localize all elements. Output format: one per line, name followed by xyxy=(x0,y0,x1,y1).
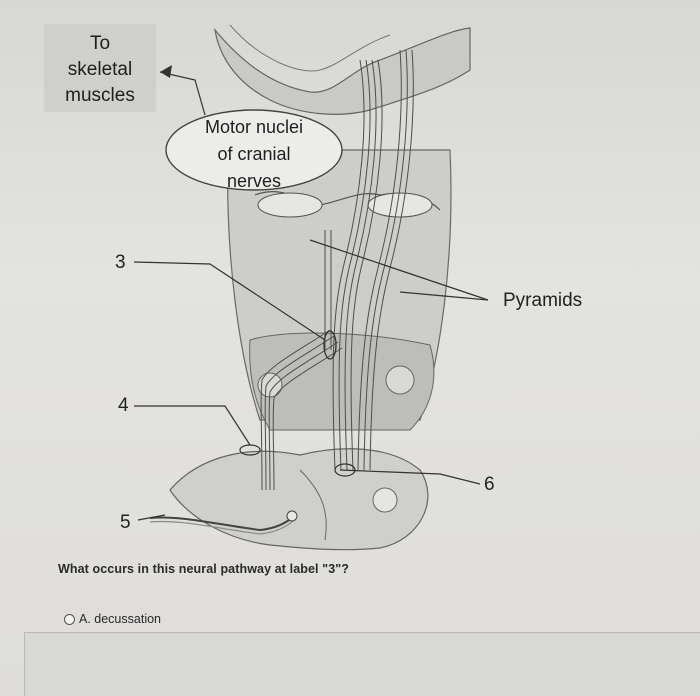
midbrain-shape xyxy=(214,27,471,115)
radio-button[interactable] xyxy=(64,613,75,625)
leader-arrow xyxy=(159,71,206,116)
answer-area xyxy=(24,632,700,696)
to-skeletal-muscles-label: To skeletal muscles xyxy=(65,33,135,106)
leader-line-5 xyxy=(137,514,166,521)
motor-nuclei-label: Motor nuclei of cranial nerves xyxy=(204,117,304,191)
leader-line-4 xyxy=(134,405,251,446)
neural-pathway-illustration xyxy=(133,24,489,551)
question-text: What occurs in this neural pathway at la… xyxy=(58,562,350,576)
pyramids-label: Pyramids xyxy=(503,290,583,311)
skeletal-muscles-callout-box xyxy=(44,24,156,112)
label-3: 3 xyxy=(115,252,126,273)
option-a[interactable]: A. decussation xyxy=(64,612,161,626)
leader-line-pyramids xyxy=(309,239,489,301)
label-5: 5 xyxy=(120,512,131,533)
option-a-label: A. decussation xyxy=(79,612,161,626)
label-6: 6 xyxy=(484,474,495,495)
motor-nuclei-callout xyxy=(165,109,343,191)
label-4: 4 xyxy=(118,395,129,416)
leader-line-6 xyxy=(339,469,481,485)
leader-line-3 xyxy=(133,261,326,341)
